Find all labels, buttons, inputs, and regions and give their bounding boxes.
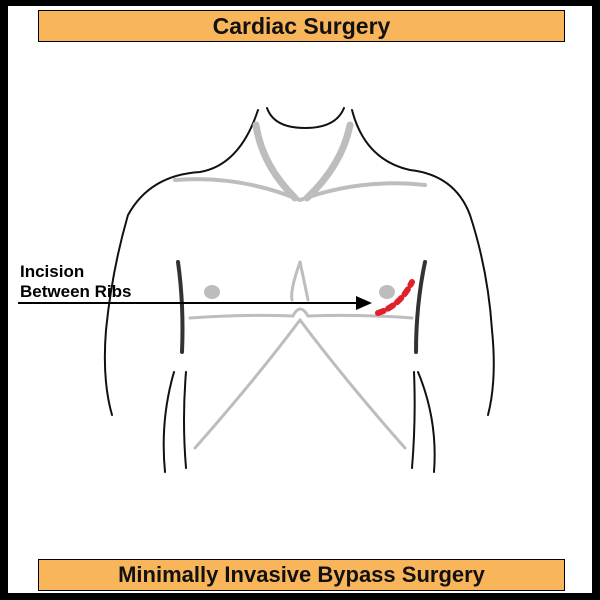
right-shoulder-outline [351, 109, 495, 416]
sternum-left [290, 260, 302, 302]
title-text: Cardiac Surgery [212, 12, 391, 39]
anatomy-shading [173, 121, 427, 450]
left-nipple [204, 285, 220, 299]
left-sternomastoid [252, 121, 299, 202]
callout-line-1: Incision [20, 262, 84, 281]
right-arm-gap [411, 371, 436, 473]
left-clavicle [173, 177, 302, 202]
sternum-right [298, 260, 310, 302]
left-arm-gap [162, 371, 187, 473]
left-shoulder-outline [103, 109, 259, 416]
incision-dots [375, 279, 415, 316]
arrow-pointer [18, 296, 372, 310]
torso-outline [103, 107, 495, 473]
title-banner: Cardiac Surgery [38, 10, 565, 42]
axilla-lines [176, 260, 427, 354]
neck-outline [266, 107, 345, 130]
caption-banner: Minimally Invasive Bypass Surgery [38, 559, 565, 591]
callout-line-2: Between Ribs [20, 282, 131, 301]
figure-frame [8, 6, 592, 593]
pectoral-line [188, 307, 414, 320]
right-sternomastoid [303, 121, 354, 202]
nipples [204, 285, 395, 299]
right-nipple [379, 285, 395, 299]
caption-text: Minimally Invasive Bypass Surgery [118, 562, 485, 587]
right-costal-margin [298, 318, 407, 450]
left-costal-margin [193, 318, 302, 450]
